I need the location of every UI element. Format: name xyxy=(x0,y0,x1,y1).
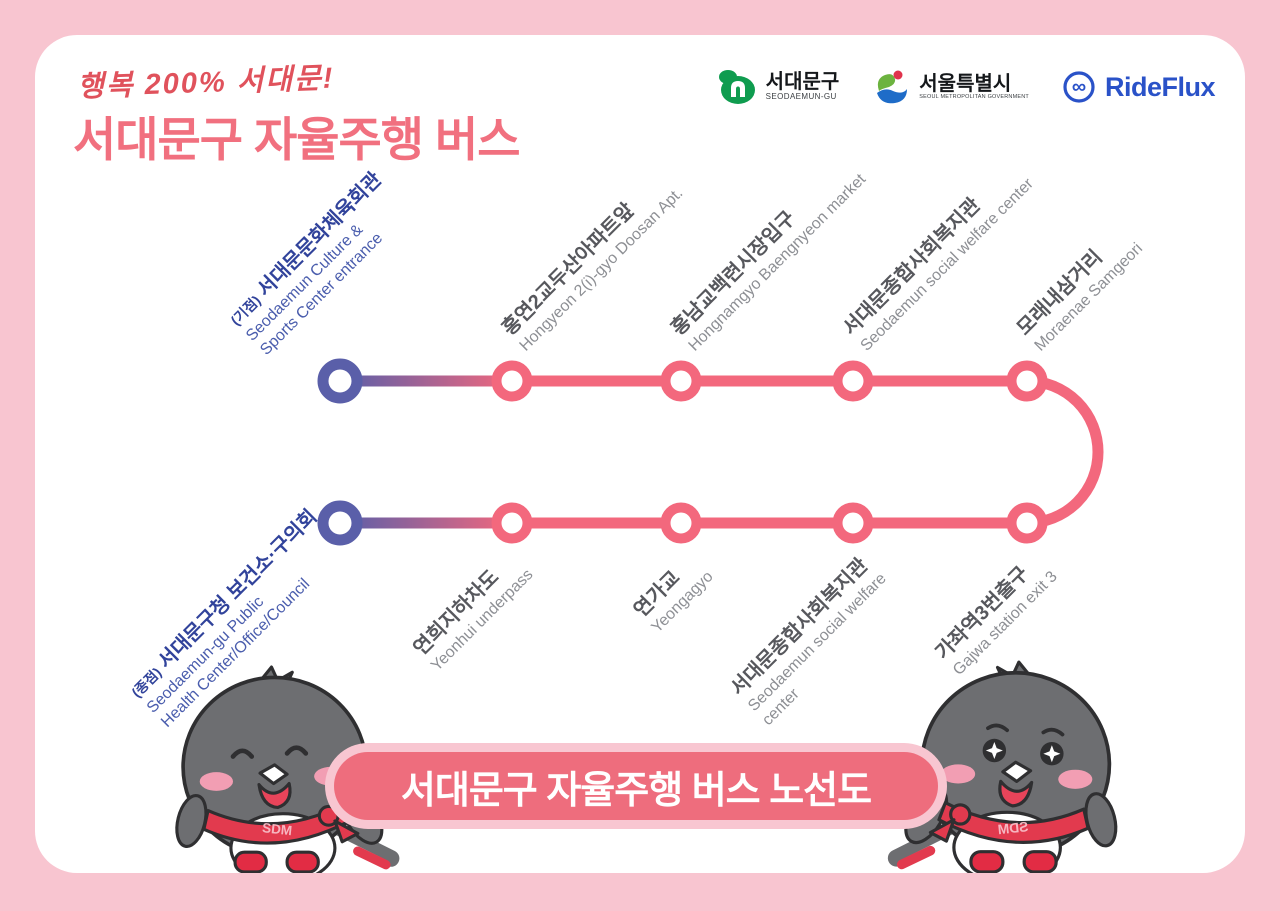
happy-eye-icon xyxy=(230,748,255,759)
banner-title: 서대문구 자율주행 버스 노선도 xyxy=(400,769,872,812)
seoul-city-logo-icon xyxy=(877,70,908,104)
station-marker xyxy=(491,502,533,544)
rideflux-name: RideFlux xyxy=(1104,71,1216,102)
seoul-city-name-en: SEOUL METROPOLITAN GOVERNMENT xyxy=(919,93,1029,100)
beak-icon xyxy=(1001,760,1033,784)
seodaemun-gu-logo-icon xyxy=(718,70,755,104)
mascot-bird-left: SDM xyxy=(175,665,400,873)
scarf xyxy=(937,801,1090,844)
station-marker xyxy=(491,360,533,402)
route-map-banner: 서대문구 자율주행 버스 노선도 xyxy=(325,743,947,829)
scarf-text: SDM xyxy=(261,820,292,838)
station-marker xyxy=(1006,360,1048,402)
svg-text:∞: ∞ xyxy=(1072,76,1086,98)
beak-icon xyxy=(258,763,289,786)
station-marker xyxy=(660,360,702,402)
station-marker xyxy=(660,502,702,544)
route-map-lines xyxy=(317,358,1104,546)
station-marker xyxy=(832,502,874,544)
poster-panel: 행복 200% 서대문! 서대문구 자율주행 버스 서대문구 SEODAEMUN… xyxy=(35,35,1245,873)
route-line-main xyxy=(512,375,1104,529)
seodaemun-gu-name-en: SEODAEMUN-GU xyxy=(765,92,837,102)
seodaemun-gu-logo: 서대문구 SEODAEMUN-GU xyxy=(714,66,840,108)
station-marker xyxy=(832,360,874,402)
rideflux-logo-icon: ∞ xyxy=(1063,71,1095,103)
scarf-text: SDM xyxy=(997,818,1029,837)
station-marker xyxy=(1006,502,1048,544)
partner-logos: 서대문구 SEODAEMUN-GU 서울특별시 SEOUL METROPOLIT… xyxy=(714,65,1216,109)
seoul-city-name: 서울특별시 xyxy=(919,72,1012,95)
page-title: 서대문구 자율주행 버스 xyxy=(73,113,521,166)
rideflux-logo: ∞ RideFlux xyxy=(1061,69,1216,105)
seodaemun-gu-name: 서대문구 xyxy=(765,71,840,94)
happy-eye-icon xyxy=(284,745,309,756)
station-marker-terminal-end xyxy=(317,500,363,546)
seoul-city-logo: 서울특별시 SEOUL METROPOLITAN GOVERNMENT xyxy=(871,65,1029,109)
station-marker-terminal-start xyxy=(317,358,363,404)
